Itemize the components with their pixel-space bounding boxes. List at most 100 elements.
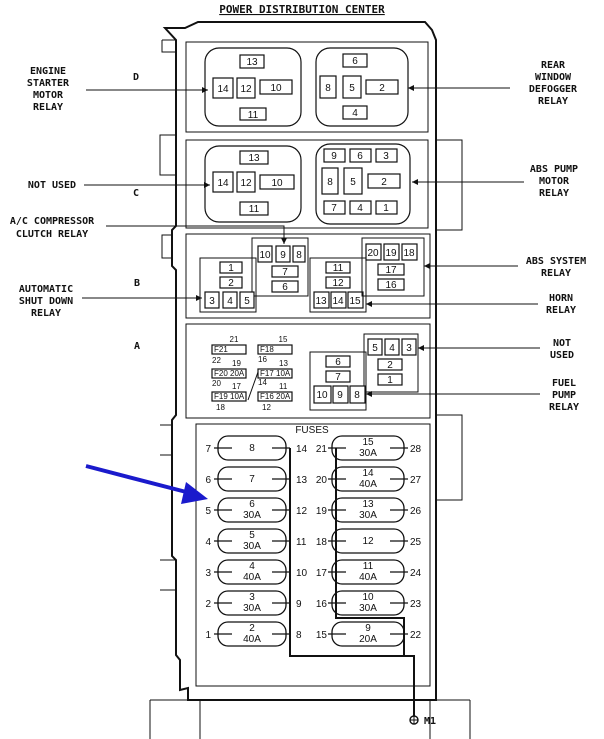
cavity-number: 5 (205, 506, 211, 517)
fuse-number: 12 (362, 536, 374, 547)
callout-line: RELAY (546, 305, 576, 316)
callout-line: A/C COMPRESSOR (10, 216, 95, 227)
cavity-number: 1 (205, 630, 211, 641)
callout-engine-starter: ENGINE STARTER MOTOR RELAY (27, 66, 208, 113)
relay-b-left-auto-shutdown: 1 2 3 4 5 (199, 257, 257, 313)
callout-line: ABS PUMP (530, 164, 578, 175)
section-letter-b: B (134, 278, 140, 289)
cavity-number: 12 (296, 506, 308, 517)
pin-label: 10 (270, 83, 282, 94)
callout-fuel-pump: FUEL PUMP RELAY (366, 378, 579, 413)
pin-label: 18 (403, 248, 415, 259)
pin-label: 11 (248, 110, 259, 121)
callout-line: SHUT DOWN (19, 296, 73, 307)
cavity-number: 25 (410, 537, 422, 548)
relay-c-left-not-used: 13 14 12 10 11 (204, 145, 302, 223)
fuses-heading: FUSES (295, 425, 329, 436)
callout-line: NOT (553, 338, 571, 349)
cavity-number: 22 (410, 630, 422, 641)
callout-line: CLUTCH RELAY (16, 229, 88, 240)
fuse-rating: 30A (359, 510, 377, 521)
fuse-label: F20 20A (214, 369, 245, 378)
callout-line: MOTOR (33, 90, 64, 101)
cavity-number: 15 (316, 630, 328, 641)
fuse-label: F16 20A (260, 392, 291, 401)
cavity-number: 10 (296, 568, 308, 579)
callout-line: STARTER (27, 78, 70, 89)
callout-not-used-right: NOT USED (418, 338, 574, 361)
pin-label: 14 (217, 178, 229, 189)
callout-line: DEFOGGER (529, 84, 578, 95)
fuse-rating: 40A (243, 572, 261, 583)
fuse-rating: 30A (359, 603, 377, 614)
pin-label: 16 (385, 280, 397, 291)
cavity-number: 9 (296, 599, 302, 610)
cavity-number: 20 (212, 379, 221, 388)
pin-label: 20 (367, 248, 379, 259)
fuse-number: 8 (249, 443, 255, 454)
pin-label: 4 (352, 108, 358, 119)
blue-pointer-arrow (85, 464, 208, 504)
cavity-number: 13 (296, 475, 308, 486)
section-letter-d: D (133, 72, 139, 83)
section-letter-a: A (134, 341, 140, 352)
cavity-number: 13 (279, 359, 288, 368)
callout-line: RELAY (541, 268, 571, 279)
relay-b-top-ac-clutch: 10 9 8 7 6 (251, 237, 309, 297)
callout-abs-pump: ABS PUMP MOTOR RELAY (412, 164, 578, 199)
cavity-number: 27 (410, 475, 422, 486)
cavity-number: 12 (262, 403, 271, 412)
cavity-number: 24 (410, 568, 422, 579)
pin-label: 5 (244, 296, 250, 307)
fuse-label: F17 10A (260, 369, 291, 378)
pin-label: 4 (227, 296, 233, 307)
pin-label: 9 (280, 250, 286, 261)
cavity-number: 15 (279, 335, 288, 344)
cavity-number: 17 (232, 382, 241, 391)
pin-label: 9 (337, 390, 343, 401)
pin-label: 2 (387, 360, 393, 371)
pin-label: 7 (331, 203, 337, 214)
cavity-number: 11 (296, 537, 307, 548)
fuse-number: 2 (249, 623, 255, 634)
pin-label: 8 (327, 177, 333, 188)
cavity-number: 21 (230, 335, 239, 344)
pin-label: 1 (228, 263, 234, 274)
callout-line: HORN (549, 293, 573, 304)
pin-label: 3 (383, 151, 389, 162)
pin-label: 10 (271, 178, 283, 189)
fuse-label: F21 (214, 345, 228, 354)
cavity-number: 23 (410, 599, 422, 610)
callout-line: PUMP (552, 390, 576, 401)
pin-label: 19 (385, 248, 397, 259)
cavity-number: 7 (205, 444, 211, 455)
fuse-rating: 20A (359, 634, 377, 645)
fuse-number: 5 (249, 530, 255, 541)
fuse-number: 7 (249, 474, 255, 485)
fuse-rating: 30A (359, 448, 377, 459)
callout-line: AUTOMATIC (19, 284, 73, 295)
pin-label: 2 (381, 177, 387, 188)
pin-label: 12 (240, 178, 252, 189)
fuse-number: 3 (249, 592, 255, 603)
fuse-rating: 40A (359, 479, 377, 490)
relay-c-right-abs-pump: 9 6 3 8 5 2 7 4 1 (315, 143, 411, 225)
fuse-label: F19 10A (214, 392, 245, 401)
pin-label: 1 (387, 375, 393, 386)
pin-label: 3 (209, 296, 215, 307)
fuse-rating: 30A (243, 603, 261, 614)
cavity-number: 19 (232, 359, 241, 368)
callout-line: RELAY (549, 402, 579, 413)
pin-label: 11 (333, 263, 344, 274)
fuse-number: 11 (363, 561, 374, 572)
pin-label: 8 (296, 250, 302, 261)
callout-line: NOT USED (28, 180, 76, 191)
fuse-number: 4 (249, 561, 255, 572)
fuse-label: F18 (260, 345, 274, 354)
pin-label: 6 (335, 357, 341, 368)
callout-rear-window: REAR WINDOW DEFOGGER RELAY (408, 60, 578, 107)
cavity-number: 20 (316, 475, 328, 486)
relay-a-top-not-used: 5 4 3 2 1 (363, 333, 419, 393)
cavity-number: 6 (205, 475, 211, 486)
